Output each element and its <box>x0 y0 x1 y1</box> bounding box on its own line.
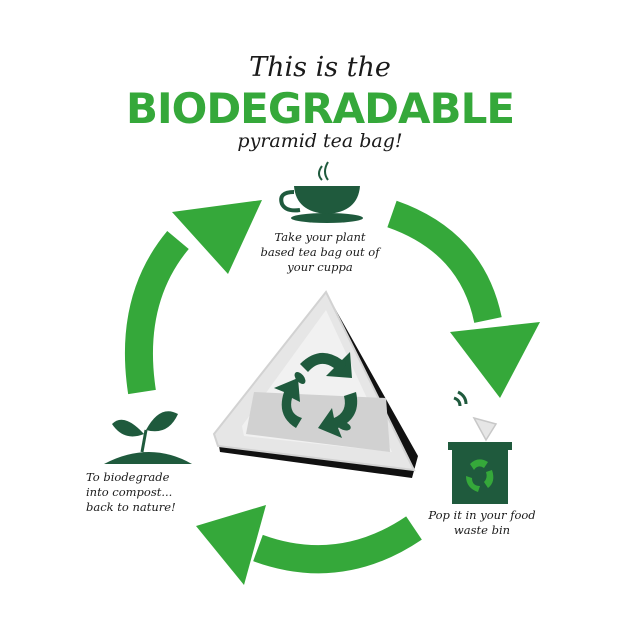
title-line-1: This is the <box>249 52 391 83</box>
step-2-line-1: Pop it in your food <box>428 508 536 522</box>
arrow-top-right <box>387 200 502 324</box>
arrow-head-bottom <box>196 505 266 585</box>
arrow-head-top-right <box>450 322 540 398</box>
step-3-line-2: into compost... <box>86 485 173 499</box>
title-line-3: pyramid tea bag! <box>237 130 403 152</box>
recycle-symbol-icon <box>274 352 358 438</box>
cycle-arrows <box>124 200 540 585</box>
food-waste-bin-icon <box>448 390 512 504</box>
arrow-left <box>124 231 189 395</box>
pyramid-tea-bag-icon <box>212 290 418 478</box>
step-3-line-1: To biodegrade <box>86 470 170 484</box>
step-food-waste-bin-text: Pop it in your food waste bin <box>412 508 552 538</box>
arrow-bottom <box>253 516 422 574</box>
step-1-line-2: based tea bag out of <box>260 245 380 259</box>
step-2-line-2: waste bin <box>453 523 511 537</box>
step-take-tea-bag-text: Take your plant based tea bag out of you… <box>240 230 400 275</box>
step-biodegrade-text: To biodegrade into compost... back to na… <box>86 470 216 515</box>
arrow-head-left <box>172 200 262 274</box>
step-1-line-1: Take your plant <box>274 230 366 244</box>
step-1-line-3: your cuppa <box>287 260 353 274</box>
step-3-line-3: back to nature! <box>86 500 176 514</box>
title-biodegradable: BIODEGRADABLE <box>125 84 515 133</box>
sprouting-plant-icon <box>104 411 192 464</box>
teacup-icon <box>279 161 363 223</box>
